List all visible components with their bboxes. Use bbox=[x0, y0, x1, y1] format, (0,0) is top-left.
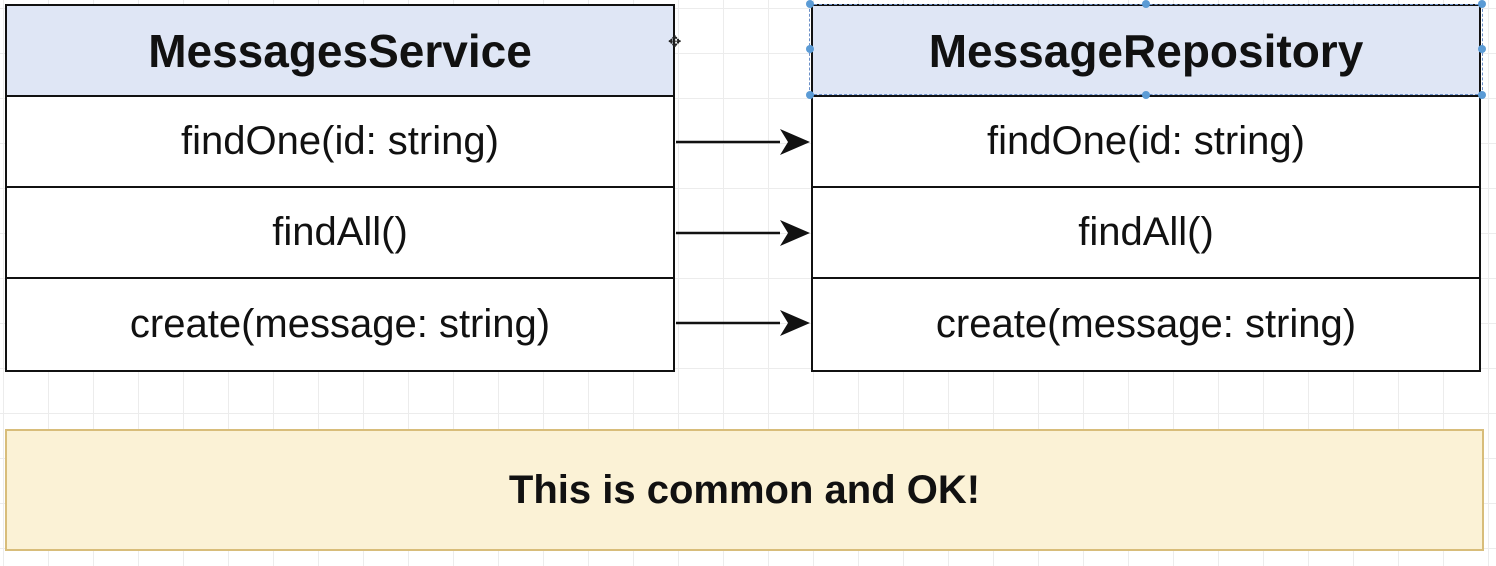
arrow-findall[interactable] bbox=[676, 220, 810, 246]
message-repository-method-findall[interactable]: findAll() bbox=[813, 188, 1479, 279]
selection-handle-bottom-middle[interactable] bbox=[1142, 91, 1150, 99]
messages-service-class[interactable]: MessagesService findOne(id: string) find… bbox=[5, 4, 675, 372]
move-cursor-icon: ✥ bbox=[668, 34, 682, 51]
arrow-findone[interactable] bbox=[676, 129, 810, 155]
selection-handle-bottom-left[interactable] bbox=[806, 91, 814, 99]
selection-handle-top-middle[interactable] bbox=[1142, 0, 1150, 8]
messages-service-method-findone[interactable]: findOne(id: string) bbox=[7, 97, 673, 188]
message-repository-header[interactable]: MessageRepository bbox=[813, 6, 1479, 97]
note-box[interactable]: This is common and OK! bbox=[5, 429, 1484, 551]
messages-service-method-create[interactable]: create(message: string) bbox=[129, 302, 551, 346]
selection-handle-middle-left[interactable] bbox=[806, 45, 814, 53]
selection-handle-top-right[interactable] bbox=[1478, 0, 1486, 8]
selection-handle-top-left[interactable] bbox=[806, 0, 814, 8]
arrow-create[interactable] bbox=[676, 310, 810, 336]
message-repository-class[interactable]: MessageRepository findOne(id: string) fi… bbox=[811, 4, 1481, 372]
messages-service-method-findall[interactable]: findAll() bbox=[7, 188, 673, 279]
selection-handle-middle-right[interactable] bbox=[1478, 45, 1486, 53]
message-repository-method-findone[interactable]: findOne(id: string) bbox=[813, 97, 1479, 188]
messages-service-header[interactable]: MessagesService bbox=[7, 6, 673, 97]
message-repository-method-create[interactable]: create(message: string) bbox=[935, 302, 1357, 346]
selection-handle-bottom-right[interactable] bbox=[1478, 91, 1486, 99]
